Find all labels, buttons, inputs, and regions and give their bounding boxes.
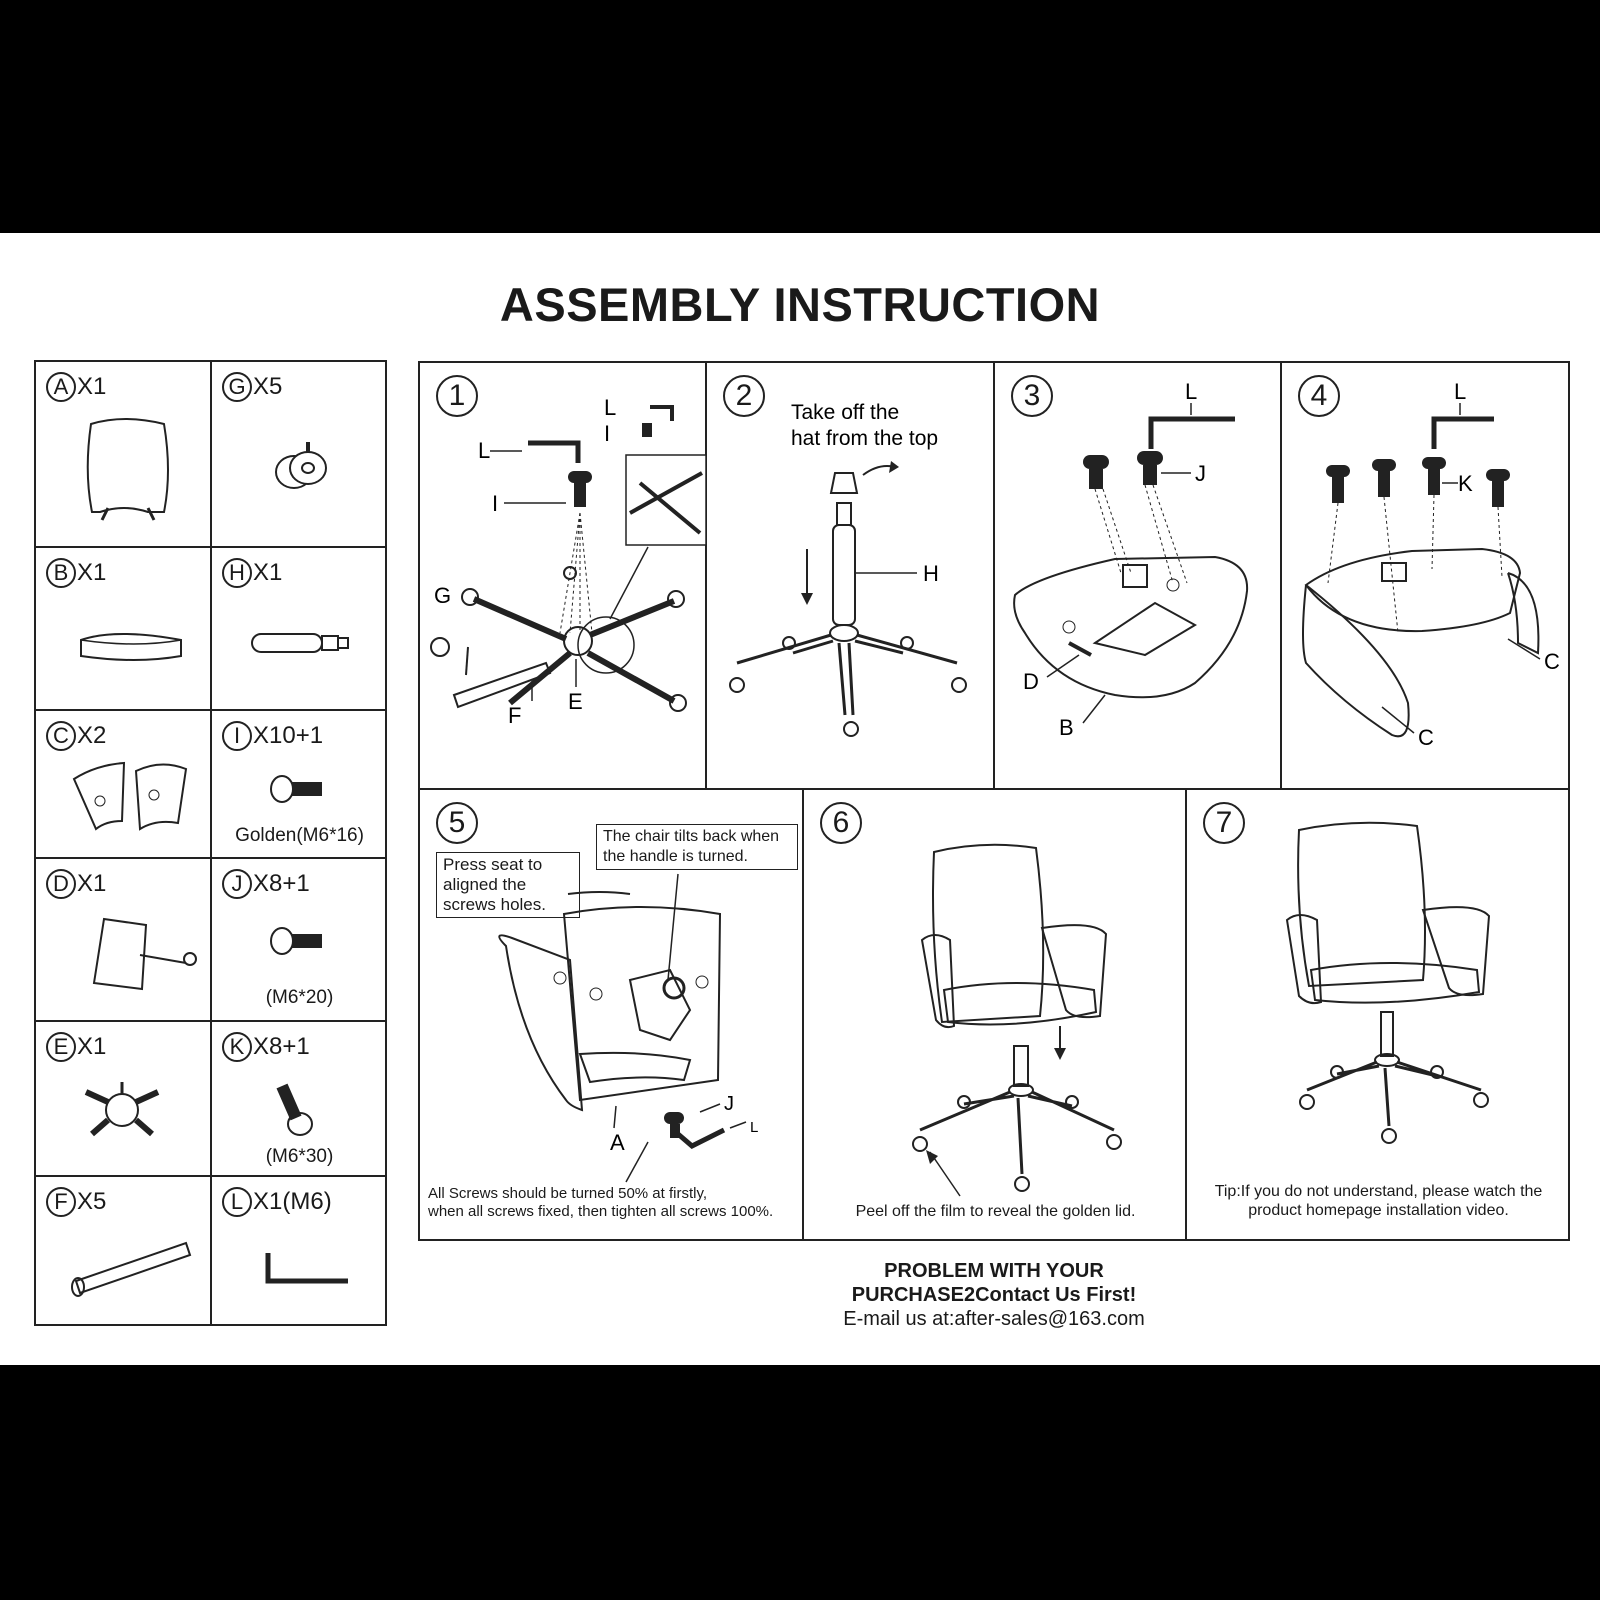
seat-cushion-drawing — [80, 633, 182, 661]
step-1-label-f: F — [508, 703, 521, 728]
step-5-label-a: A — [610, 1130, 625, 1155]
step-1-label-e: E — [568, 689, 583, 714]
step-6-drawing — [912, 843, 1122, 1197]
step-6-number: 6 — [820, 802, 862, 844]
allen-key-drawing — [265, 1253, 348, 1284]
step-2: 2 Take off the hat from the top H — [707, 363, 995, 790]
part-k-spec: (M6*30) — [265, 1146, 334, 1167]
step-1-label-i2: I — [604, 421, 610, 446]
step-6-note: Peel off the film to reveal the golden l… — [855, 1203, 1136, 1220]
step-1-label-l2: L — [604, 395, 616, 420]
step-2-number: 2 — [723, 375, 765, 417]
bolt-i-drawing — [270, 775, 322, 803]
step-4-label-k: K — [1458, 471, 1473, 496]
backrest-drawing — [86, 418, 169, 521]
step-4: 4 L K — [1282, 363, 1570, 790]
step-3-number: 3 — [1011, 375, 1053, 417]
step-4-label-l: L — [1454, 379, 1466, 404]
step-3: 3 L J — [995, 363, 1282, 790]
step-2-drawing: Take off the hat from the top H — [729, 401, 967, 737]
armrests-drawing — [72, 761, 188, 831]
step-3-label-j: J — [1195, 461, 1206, 486]
step-3-label-b: B — [1059, 715, 1074, 740]
step-7: 7 Tip:If you do not understand, please w… — [1187, 790, 1570, 1241]
step-1-drawing: L I L I — [430, 395, 707, 728]
step-7-tip: Tip:If you do not understand, please wat… — [1214, 1183, 1543, 1219]
step-5-label-l: L — [750, 1119, 758, 1136]
base-hub-drawing — [84, 1082, 160, 1137]
step-2-note-line2: hat from the top — [791, 427, 938, 450]
step-1: 1 L I L I — [420, 363, 707, 790]
step-2-note-line1: Take off the — [791, 401, 899, 424]
step-3-label-d: D — [1023, 669, 1039, 694]
step-7-drawing — [1285, 821, 1491, 1144]
footer-line-2: PURCHASE2Contact Us First! — [851, 1284, 1137, 1306]
footer-email: E-mail us at:after-sales@163.com — [843, 1308, 1145, 1330]
bolt-k-drawing — [276, 1083, 313, 1136]
tilt-mechanism-drawing — [92, 917, 197, 991]
part-j-spec: (M6*20) — [265, 987, 334, 1008]
bolt-j-drawing — [270, 927, 322, 955]
step-4-label-c2: C — [1418, 725, 1434, 750]
step-5-drawing: A J L — [498, 873, 758, 1183]
step-3-label-l: L — [1185, 379, 1197, 404]
step-5-screws-note: All Screws should be turned 50% at first… — [428, 1185, 774, 1220]
step-2-label-h: H — [923, 561, 939, 586]
step-4-label-c1: C — [1544, 649, 1560, 674]
footer-line-1: PROBLEM WITH YOUR — [884, 1260, 1104, 1282]
step-5-label-j: J — [724, 1093, 734, 1115]
step-4-drawing: L K C — [1302, 379, 1560, 750]
step-1-number: 1 — [436, 375, 478, 417]
caster-wheel-drawing — [275, 442, 327, 489]
step-7-number: 7 — [1203, 802, 1245, 844]
contact-footer: PROBLEM WITH YOUR PURCHASE2Contact Us Fi… — [418, 1259, 1570, 1331]
gas-cylinder-drawing — [251, 633, 349, 653]
step-4-number: 4 — [1298, 375, 1340, 417]
step-1-label-i1: I — [492, 491, 498, 516]
step-3-drawing: L J D — [1013, 379, 1249, 740]
base-leg-drawing — [71, 1241, 192, 1297]
page-title: ASSEMBLY INSTRUCTION — [499, 278, 1101, 331]
step-1-label-l1: L — [478, 438, 490, 463]
steps-grid: 1 L I L I — [418, 361, 1570, 1241]
step-5-number: 5 — [436, 802, 478, 844]
step-6: 6 Peel off the film to reveal the go — [804, 790, 1187, 1241]
part-i-spec: Golden(M6*16) — [235, 825, 364, 846]
step-1-label-g: G — [434, 583, 451, 608]
